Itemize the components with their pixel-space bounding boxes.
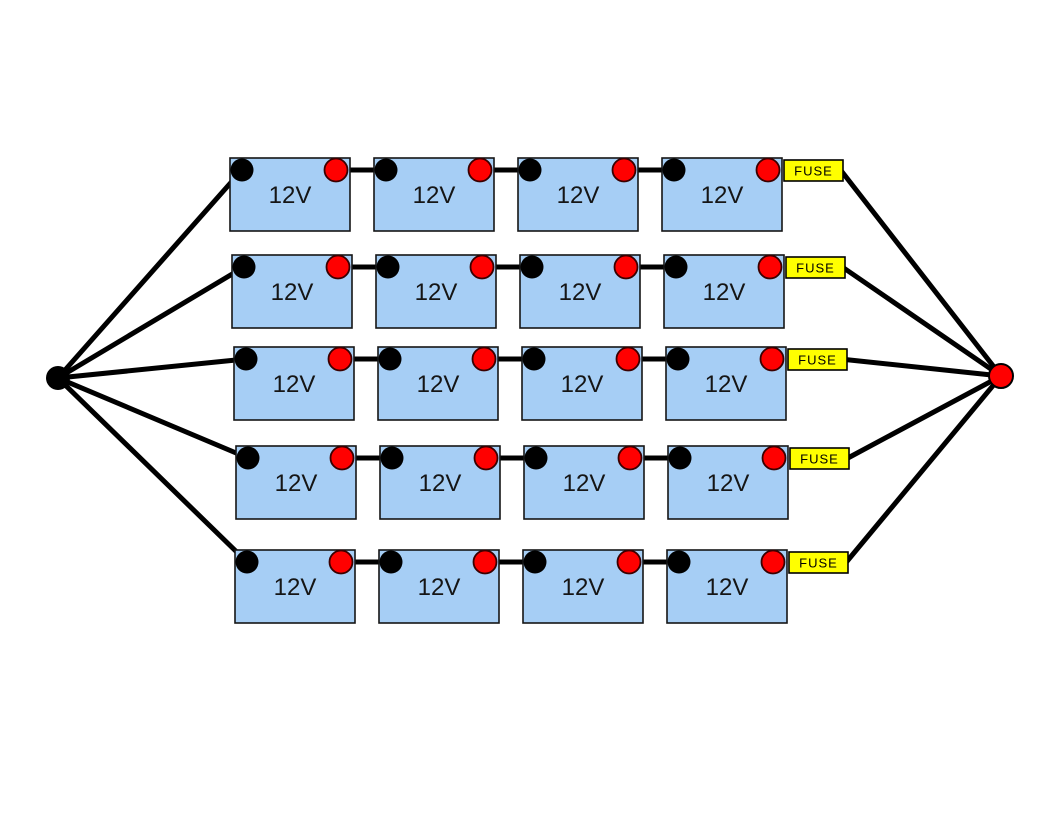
fuse-label: FUSE <box>798 353 837 368</box>
positive-terminal <box>471 346 497 372</box>
battery-voltage-label: 12V <box>269 182 312 209</box>
fuse <box>788 551 849 574</box>
battery-voltage-label: 12V <box>419 470 462 497</box>
positive-bus-wire <box>842 357 1004 379</box>
positive-terminal <box>613 254 639 280</box>
positive-terminal <box>615 346 641 372</box>
fuse <box>785 256 846 279</box>
battery-voltage-label: 12V <box>557 182 600 209</box>
positive-terminal <box>616 549 642 575</box>
battery-voltage-label: 12V <box>417 371 460 398</box>
battery-voltage-label: 12V <box>418 574 461 601</box>
positive-terminal <box>760 549 786 575</box>
bus-nodes-layer <box>46 363 1014 390</box>
positive-terminal <box>759 346 785 372</box>
fuse <box>787 348 848 371</box>
battery-voltage-label: 12V <box>705 371 748 398</box>
negative-bus-wire <box>55 264 247 381</box>
negative-terminal <box>230 158 254 182</box>
negative-terminal <box>520 255 544 279</box>
positive-terminal <box>327 346 353 372</box>
battery-voltage-label: 12V <box>561 371 604 398</box>
positive-terminal <box>467 157 493 183</box>
negative-terminal <box>235 550 259 574</box>
negative-bus-wire <box>55 375 250 565</box>
positive-terminal <box>611 157 637 183</box>
fuses-layer: FUSE FUSE FUSE FUSE FUSE <box>783 159 850 574</box>
negative-bus-wire <box>55 167 245 381</box>
positive-terminal <box>472 549 498 575</box>
battery-voltage-label: 12V <box>273 371 316 398</box>
battery-voltage-label: 12V <box>413 182 456 209</box>
battery-voltage-label: 12V <box>275 470 318 497</box>
negative-terminal <box>374 158 398 182</box>
positive-terminal <box>323 157 349 183</box>
negative-terminal <box>667 550 691 574</box>
negative-terminal <box>236 446 260 470</box>
battery-voltage-label: 12V <box>562 574 605 601</box>
negative-terminal <box>522 347 546 371</box>
negative-bus-wire <box>55 375 251 461</box>
fuse <box>789 447 850 470</box>
negative-terminal <box>234 347 258 371</box>
terminals-layer <box>230 157 787 575</box>
battery-voltage-label: 12V <box>271 279 314 306</box>
battery-voltage-label: 12V <box>274 574 317 601</box>
battery-voltage-label: 12V <box>559 279 602 306</box>
negative-terminal <box>524 446 548 470</box>
positive-bus-wire <box>840 265 1004 379</box>
positive-terminal <box>761 445 787 471</box>
negative-bus-wire <box>55 356 249 381</box>
battery-voltage-label: 12V <box>415 279 458 306</box>
positive-terminal <box>757 254 783 280</box>
battery-voltage-label: 12V <box>563 470 606 497</box>
positive-terminal <box>755 157 781 183</box>
positive-bus-node <box>988 363 1014 389</box>
positive-bus-wire <box>843 373 1004 565</box>
battery-voltage-label: 12V <box>707 470 750 497</box>
batteries-layer: 12V 12V 12V 12V 12V 12V 12V 12V 12V 12V 12V 12V 12V 1… <box>229 157 789 624</box>
negative-terminal <box>378 347 402 371</box>
negative-terminal <box>662 158 686 182</box>
positive-terminal <box>325 254 351 280</box>
fuse-label: FUSE <box>800 452 839 467</box>
fuse-label: FUSE <box>796 261 835 276</box>
positive-bus-wire <box>844 373 1004 461</box>
positive-bus-wire <box>838 168 1004 379</box>
negative-bus-node <box>46 366 70 390</box>
negative-terminal <box>668 446 692 470</box>
negative-terminal <box>379 550 403 574</box>
battery-voltage-label: 12V <box>706 574 749 601</box>
fuse-label: FUSE <box>794 164 833 179</box>
negative-terminal <box>523 550 547 574</box>
negative-terminal <box>664 255 688 279</box>
positive-terminal <box>469 254 495 280</box>
fuse-label: FUSE <box>799 556 838 571</box>
negative-terminal <box>376 255 400 279</box>
positive-terminal <box>473 445 499 471</box>
negative-terminal <box>666 347 690 371</box>
negative-terminal <box>232 255 256 279</box>
positive-terminal <box>329 445 355 471</box>
fuse <box>783 159 844 182</box>
negative-terminal <box>518 158 542 182</box>
positive-terminal <box>328 549 354 575</box>
negative-terminal <box>380 446 404 470</box>
battery-voltage-label: 12V <box>701 182 744 209</box>
positive-terminal <box>617 445 643 471</box>
battery-voltage-label: 12V <box>703 279 746 306</box>
